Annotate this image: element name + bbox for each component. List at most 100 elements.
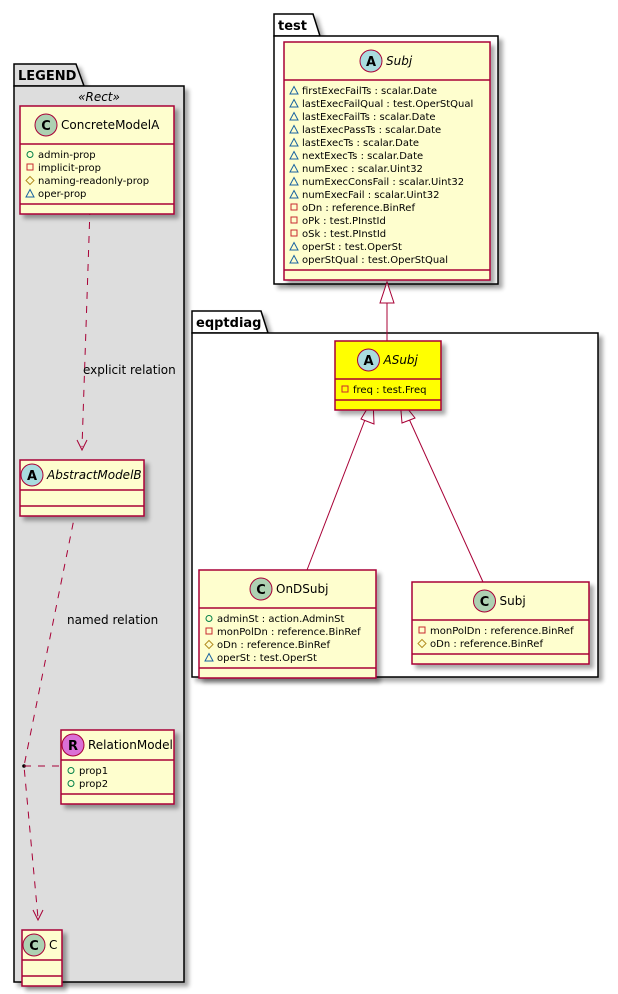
attribute-text: operSt : test.OperSt <box>302 242 402 253</box>
package-legend-stereotype: «Rect» <box>78 90 120 104</box>
class-attribute: oSk : test.PInstId <box>290 229 386 240</box>
private-visibility-icon <box>205 627 213 635</box>
package-visibility-icon <box>289 189 299 199</box>
class-eqpt-subj[interactable]: C Subj monPolDn : reference.BinRef oDn : re… <box>411 581 590 665</box>
class-attribute: monPolDn : reference.BinRef <box>418 626 574 637</box>
attribute-text: oper-prop <box>38 189 86 200</box>
public-visibility-icon <box>26 151 34 158</box>
private-visibility-icon <box>290 216 298 224</box>
attribute-text: admin-prop <box>38 150 96 161</box>
attribute-text: prop2 <box>79 779 108 790</box>
class-circle-icon <box>249 577 273 601</box>
package-visibility-icon <box>289 241 299 251</box>
class-circle-icon <box>22 933 46 957</box>
attribute-text: oPk : test.PInstId <box>302 216 386 227</box>
circle-letter: A <box>363 354 373 369</box>
attribute-text: operStQual : test.OperStQual <box>302 255 448 266</box>
class-attribute: numExecFail : scalar.Uint32 <box>289 189 439 201</box>
relation-circle-icon <box>61 733 85 757</box>
class-attribute: firstExecFailTs : scalar.Date <box>289 85 437 97</box>
class-attribute: numExecConsFail : scalar.Uint32 <box>289 176 464 188</box>
abstract-class-circle-icon <box>359 49 383 73</box>
class-attribute: implicit-prop <box>26 163 101 174</box>
class-attribute: operSt : test.OperSt <box>289 241 402 253</box>
package-visibility-icon <box>289 85 299 95</box>
class-name: C <box>49 938 57 952</box>
class-name: Subj <box>500 594 526 608</box>
class-asubj[interactable]: A ASubj freq : test.Freq <box>334 340 442 411</box>
class-name: ConcreteModelA <box>61 118 160 132</box>
class-attribute: freq : test.Freq <box>341 385 426 396</box>
attribute-text: lastExecPassTs : scalar.Date <box>302 125 441 136</box>
attribute-text: operSt : test.OperSt <box>217 653 317 664</box>
class-attribute: oPk : test.PInstId <box>290 216 386 227</box>
attribute-text: oSk : test.PInstId <box>302 229 386 240</box>
class-name: AbstractModelB <box>46 468 142 482</box>
class-name: RelationModel <box>88 738 173 752</box>
attribute-text: lastExecTs : scalar.Date <box>302 138 419 149</box>
package-visibility-icon <box>289 254 299 264</box>
circle-letter: C <box>41 119 51 134</box>
class-circle-icon <box>34 113 58 137</box>
package-visibility-icon <box>25 188 35 198</box>
package-visibility-icon <box>289 137 299 147</box>
attribute-text: implicit-prop <box>38 163 101 174</box>
class-attribute: naming-readonly-prop <box>25 175 149 187</box>
attribute-text: oDn : reference.BinRef <box>217 640 330 651</box>
private-visibility-icon <box>26 163 34 171</box>
abstract-class-circle-icon <box>20 463 44 487</box>
public-visibility-icon <box>67 767 75 774</box>
package-visibility-icon <box>289 98 299 108</box>
attribute-text: freq : test.Freq <box>353 385 426 396</box>
attribute-text: prop1 <box>79 766 108 777</box>
attribute-text: oDn : reference.BinRef <box>430 639 543 650</box>
class-name: OnDSubj <box>276 582 328 596</box>
protected-visibility-icon <box>417 638 427 649</box>
attribute-text: firstExecFailTs : scalar.Date <box>302 86 437 97</box>
class-relation-model[interactable]: R RelationModel prop1 prop2 <box>60 729 175 805</box>
attribute-text: lastExecFailQual : test.OperStQual <box>302 99 473 110</box>
attribute-text: monPolDn : reference.BinRef <box>430 626 574 637</box>
class-attribute: lastExecPassTs : scalar.Date <box>289 124 441 136</box>
class-concrete-model-a[interactable]: C ConcreteModelA admin-prop implicit-prop na… <box>19 105 175 215</box>
package-legend[interactable] <box>13 63 185 983</box>
attribute-text: oDn : reference.BinRef <box>302 203 415 214</box>
package-visibility-icon <box>289 163 299 173</box>
class-name: ASubj <box>383 353 419 367</box>
attribute-text: naming-readonly-prop <box>38 176 149 187</box>
attribute-text: numExecConsFail : scalar.Uint32 <box>302 177 464 188</box>
protected-visibility-icon <box>25 175 35 186</box>
class-attribute: lastExecFailQual : test.OperStQual <box>289 98 473 110</box>
class-attribute: monPolDn : reference.BinRef <box>205 627 361 638</box>
class-circle-icon <box>473 589 496 613</box>
class-attribute: prop2 <box>67 779 108 790</box>
private-visibility-icon <box>290 203 298 211</box>
package-eqptdiag-title: eqptdiag <box>196 316 261 331</box>
class-attribute: lastExecTs : scalar.Date <box>289 137 419 149</box>
private-visibility-icon <box>290 229 298 237</box>
class-attribute: oDn : reference.BinRef <box>204 639 330 651</box>
edge-explicit-relation <box>76 207 91 452</box>
class-attribute: prop1 <box>67 766 108 777</box>
circle-letter: C <box>480 595 490 610</box>
arrowhead-open-icon <box>32 909 44 922</box>
attribute-text: nextExecTs : scalar.Date <box>302 151 423 162</box>
class-abstract-model-b[interactable]: A AbstractModelB <box>19 459 145 517</box>
attribute-text: lastExecFailTs : scalar.Date <box>302 112 436 123</box>
circle-letter: C <box>29 939 39 954</box>
public-visibility-icon <box>205 615 213 622</box>
class-attribute: admin-prop <box>26 150 96 161</box>
package-visibility-icon <box>204 652 214 662</box>
class-attribute: nextExecTs : scalar.Date <box>289 150 423 162</box>
circle-letter: A <box>366 55 376 70</box>
package-visibility-icon <box>289 150 299 160</box>
label-named-relation: named relation <box>67 613 158 627</box>
circle-letter: A <box>27 469 37 484</box>
circle-letter: R <box>68 739 78 754</box>
class-attribute: lastExecFailTs : scalar.Date <box>289 111 436 123</box>
private-visibility-icon <box>341 385 349 393</box>
package-test-title: test <box>278 19 307 34</box>
